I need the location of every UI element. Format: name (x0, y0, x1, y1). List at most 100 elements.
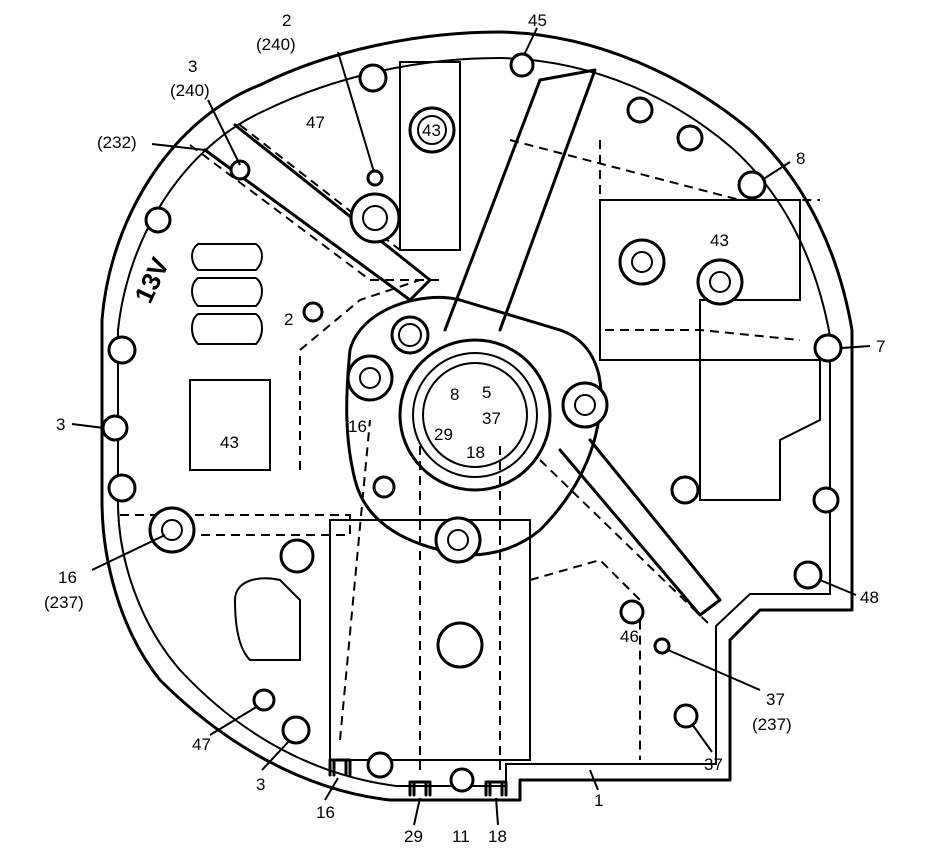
perimeter-hole-11 (449, 767, 475, 793)
center-flange (345, 295, 603, 557)
leader-37-right (667, 649, 761, 691)
port-29: 29 (434, 425, 453, 444)
perimeter-hole-top-right (626, 96, 654, 124)
perimeter-hole-left-upper (144, 206, 172, 234)
perimeter-hole-right-mid (670, 475, 700, 505)
label-240-left: (240) (170, 81, 210, 100)
leader-16-left (91, 534, 166, 571)
boss-43-top (408, 106, 456, 154)
label-46: 46 (620, 627, 639, 646)
perimeter-hole-37-small (653, 637, 671, 655)
center-bore-inner (422, 362, 528, 468)
bolt-left-outer (148, 506, 196, 554)
label-2-top: 2 (282, 11, 291, 30)
bolt-bottom (434, 516, 482, 564)
label-47-top: 47 (306, 113, 325, 132)
perimeter-hole-46 (619, 599, 645, 625)
label-47-bottom: 47 (192, 735, 211, 754)
label-43-right: 43 (710, 231, 729, 250)
perimeter-hole-2-mid (302, 301, 324, 323)
leader-47-bottom (209, 705, 259, 736)
leader-3-top (207, 99, 241, 166)
label-37-bottom: 37 (704, 755, 723, 774)
channel-diagonal-upper-right (443, 68, 597, 332)
leader-45 (523, 27, 538, 56)
leader-2-top (337, 51, 375, 173)
label-1: 1 (594, 791, 603, 810)
channel-diagonal-lower-right (558, 438, 722, 617)
label-16-bottom-left: 16 (58, 568, 77, 587)
clip-18 (484, 780, 508, 797)
rib-top (399, 61, 461, 251)
label-18-bottom: 18 (488, 827, 507, 846)
label-29-bottom: 29 (404, 827, 423, 846)
label-45: 45 (528, 11, 547, 30)
leader-7 (841, 345, 871, 349)
label-16-mid: 16 (348, 417, 367, 436)
leader-232 (151, 143, 206, 151)
boss-upper-right (618, 238, 666, 286)
center-bore-outer (398, 338, 552, 492)
passage-dashed-5 (299, 279, 421, 470)
label-3-bottom: 3 (256, 775, 265, 794)
perimeter-hole-right-1 (676, 124, 704, 152)
label-237-right: (237) (752, 715, 792, 734)
label-37-right: 37 (766, 690, 785, 709)
perimeter-hole-2-top (366, 169, 384, 187)
leader-29-bottom (413, 797, 421, 826)
passage-dashed-4 (599, 140, 801, 341)
perimeter-hole-center-lower-left (372, 475, 396, 499)
perimeter-hole-37-bottom (673, 703, 699, 729)
plug-center-left (390, 315, 430, 355)
boss-upper (349, 192, 401, 244)
leader-3-bottom (261, 739, 291, 771)
leader-3-left (71, 423, 105, 429)
center-bore-mid (412, 352, 538, 478)
passage-dashed-11 (529, 558, 641, 760)
leader-48 (819, 579, 857, 596)
passage-dashed-6 (120, 514, 351, 536)
passage-dashed-3 (509, 139, 820, 201)
clip-29 (408, 780, 432, 797)
port-5: 5 (482, 383, 491, 402)
perimeter-hole-right-2 (812, 486, 840, 514)
rib-left-stack (191, 243, 263, 345)
passage-dashed-7 (339, 419, 371, 741)
label-3-left: 3 (56, 415, 65, 434)
perimeter-hole-left-lower (107, 473, 137, 503)
passage-dashed-1 (189, 144, 440, 281)
part-marking: 13V (128, 252, 175, 307)
leader-16-bottom (324, 777, 339, 801)
clip-16 (328, 758, 352, 777)
perimeter-hole-lower-left (279, 538, 315, 574)
perimeter-hole-7 (813, 333, 843, 363)
bolt-right (561, 381, 609, 429)
perimeter-hole-48 (793, 560, 823, 590)
perimeter-hole-3-left (101, 414, 129, 442)
boss-lower-center (436, 621, 484, 669)
label-11: 11 (452, 827, 470, 846)
rib-upper-right (599, 199, 801, 361)
port-18: 18 (466, 443, 485, 462)
label-43-left: 43 (220, 433, 239, 452)
leader-8 (761, 161, 791, 181)
perimeter-hole-8 (737, 170, 767, 200)
channel-diagonal-upper-left (203, 123, 432, 302)
rib-lower-left (233, 577, 301, 661)
perimeter-hole-bottom-1 (366, 751, 394, 779)
label-3-top: 3 (188, 57, 197, 76)
leader-18-bottom (495, 797, 499, 826)
label-16-bottom: 16 (316, 803, 335, 822)
perimeter-hole-3-bottom (281, 715, 311, 745)
bolt-left (346, 354, 394, 402)
label-240-top: (240) (256, 35, 296, 54)
label-48: 48 (860, 588, 879, 607)
label-8-right: 8 (796, 149, 805, 168)
label-7: 7 (876, 337, 885, 356)
label-237-left: (237) (44, 593, 84, 612)
perimeter-hole-top-left (358, 63, 388, 93)
housing-outline (100, 30, 854, 802)
label-2-mid: 2 (284, 310, 293, 329)
housing-inner-rim (117, 56, 831, 787)
